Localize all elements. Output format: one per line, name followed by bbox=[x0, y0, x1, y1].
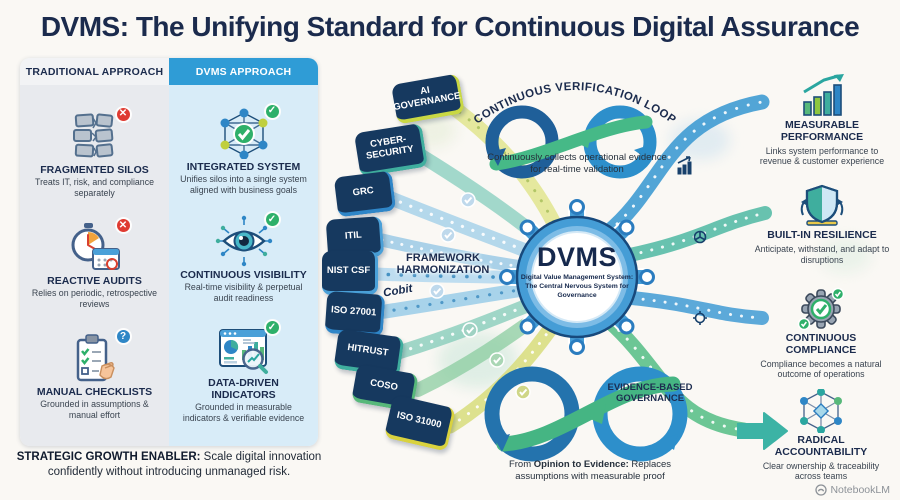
outcome-ribbons bbox=[600, 94, 772, 438]
strategic-growth-note: STRATEGIC GROWTH ENABLER: Scale digital … bbox=[12, 450, 326, 480]
traditional-item-manual-checklists: ? MANUAL CHECKLISTS Grounded in assumpti… bbox=[28, 328, 162, 421]
clipboard-hand-icon: ? bbox=[66, 328, 132, 384]
hub-name: DVMS bbox=[536, 242, 617, 272]
caption-bold: Opinion to Evidence: bbox=[533, 459, 629, 470]
framework-chip-nist-csf: NIST CSF bbox=[322, 251, 378, 295]
loop-top-caption: Continuously collects operational eviden… bbox=[487, 152, 667, 175]
ribbon-check-marks bbox=[429, 192, 531, 400]
shield-icon bbox=[798, 184, 846, 228]
item-title: FRAGMENTED SILOS bbox=[40, 163, 149, 176]
outcome-desc: Compliance becomes a natural outcome of … bbox=[760, 358, 882, 380]
loop-bottom-title: EVIDENCE-BASED GOVERNANCE bbox=[607, 382, 693, 404]
watermark: NotebookLM bbox=[815, 484, 890, 496]
item-desc: Grounded in measurable indicators & veri… bbox=[182, 402, 305, 424]
item-desc: Unifies silos into a single system align… bbox=[180, 173, 307, 195]
outcome-continuous-compliance: CONTINUOUS COMPLIANCE Compliance becomes… bbox=[750, 287, 892, 380]
item-title: MANUAL CHECKLISTS bbox=[36, 386, 153, 399]
mini-chart-icon bbox=[677, 156, 692, 175]
strategic-note-rest: Scale digital innovation confidently wit… bbox=[47, 451, 322, 478]
item-title: CONTINUOUS VISIBILITY bbox=[180, 269, 307, 281]
check-badge: ✓ bbox=[263, 319, 281, 337]
outcome-title: MEASURABLE PERFORMANCE bbox=[780, 119, 864, 143]
ribbon-mini-glyphs bbox=[669, 156, 707, 404]
caption-rest: Replaces assumptions with measurable pro… bbox=[515, 459, 672, 482]
outcome-arrow bbox=[737, 412, 788, 450]
item-title: DATA-DRIVEN INDICATORS bbox=[208, 377, 279, 402]
continuous-verification-loop: CONTINUOUS VERIFICATION LOOP bbox=[472, 81, 678, 179]
framework-chip-grc: GRC bbox=[333, 170, 397, 218]
dvms-hub-gear bbox=[499, 199, 655, 355]
outcome-title: BUILT-IN RESILIENCE bbox=[767, 229, 877, 241]
dvms-item-integrated-system: ✓ INTEGRATED SYSTEM Unifies silos into a… bbox=[177, 102, 311, 196]
watermark-text: NotebookLM bbox=[830, 484, 890, 496]
traditional-item-fragmented-silos: ✕ FRAGMENTED SILOS Treats IT, risk, and … bbox=[28, 105, 162, 199]
outcome-desc: Clear ownership & traceability across te… bbox=[762, 460, 880, 482]
item-desc: Treats IT, risk, and compliance separate… bbox=[35, 176, 154, 198]
gear-check-icon bbox=[797, 287, 845, 331]
check-badge: ✓ bbox=[263, 102, 281, 120]
caption-pre: From bbox=[508, 459, 534, 470]
dvms-header: DVMS APPROACH bbox=[169, 58, 318, 85]
evidence-based-governance-loop bbox=[484, 366, 688, 462]
growth-bar-chart-icon bbox=[798, 74, 846, 118]
stopwatch-calendar-icon: ✕ bbox=[66, 217, 132, 273]
check-badge: ✓ bbox=[263, 211, 281, 228]
question-badge: ? bbox=[114, 328, 132, 346]
mini-helm-icon bbox=[693, 230, 707, 244]
outcome-measurable-performance: MEASURABLE PERFORMANCE Links system perf… bbox=[752, 74, 892, 167]
eye-circuit-icon: ✓ bbox=[215, 211, 281, 267]
item-title: INTEGRATED SYSTEM bbox=[186, 160, 301, 173]
outcome-title: CONTINUOUS COMPLIANCE bbox=[785, 332, 857, 356]
item-desc: Relies on periodic, retrospective review… bbox=[31, 288, 158, 309]
traditional-header: TRADITIONAL APPROACH bbox=[20, 58, 169, 85]
traditional-column: TRADITIONAL APPROACH bbox=[20, 58, 169, 446]
network-nodes-icon bbox=[797, 388, 845, 434]
traditional-item-reactive-audits: ✕ REACTIVE AUDITS Relies on periodic, re… bbox=[28, 217, 162, 310]
x-badge: ✕ bbox=[114, 105, 132, 123]
integrated-network-icon: ✓ bbox=[215, 102, 281, 160]
outcome-radical-accountability: RADICAL ACCOUNTABILITY Clear ownership &… bbox=[750, 388, 892, 482]
item-desc: Real-time visibility & perpetual audit r… bbox=[184, 282, 303, 303]
loop-bottom-caption: From Opinion to Evidence: Replaces assum… bbox=[486, 459, 694, 483]
outcome-title: RADICAL ACCOUNTABILITY bbox=[774, 434, 868, 458]
strategic-note-lead: STRATEGIC GROWTH ENABLER: bbox=[16, 451, 201, 463]
dvms-item-data-driven-indicators: ✓ DATA-DRIVEN INDICATORS Grounded in mea… bbox=[175, 319, 312, 424]
x-badge: ✕ bbox=[114, 217, 132, 234]
dvms-item-continuous-visibility: ✓ CONTINUOUS VISIBILITY Real-time visibi… bbox=[177, 211, 311, 304]
dvms-column: DVMS APPROACH bbox=[169, 58, 318, 446]
dvms-hub-label: DVMS Digital Value Management System: Th… bbox=[520, 244, 634, 300]
dashboard-magnifier-icon: ✓ bbox=[215, 319, 281, 375]
hub-subtitle: Digital Value Management System: The Cen… bbox=[520, 274, 634, 299]
item-desc: Grounded in assumptions & manual effort bbox=[40, 399, 149, 421]
notebooklm-logo-icon bbox=[815, 484, 828, 496]
outcome-desc: Links system performance to revenue & cu… bbox=[759, 145, 885, 167]
fragmented-silos-icon: ✕ bbox=[66, 105, 132, 162]
item-title: REACTIVE AUDITS bbox=[47, 275, 142, 287]
comparison-panel: TRADITIONAL APPROACH bbox=[20, 58, 318, 446]
framework-harmonization-label: FRAMEWORK HARMONIZATION bbox=[396, 252, 490, 277]
outcome-desc: Anticipate, withstand, and adapt to disr… bbox=[754, 243, 890, 265]
page-title: DVMS: The Unifying Standard for Continuo… bbox=[40, 11, 860, 42]
mini-gear-icon bbox=[693, 311, 707, 325]
outcome-built-in-resilience: BUILT-IN RESILIENCE Anticipate, withstan… bbox=[754, 184, 890, 266]
